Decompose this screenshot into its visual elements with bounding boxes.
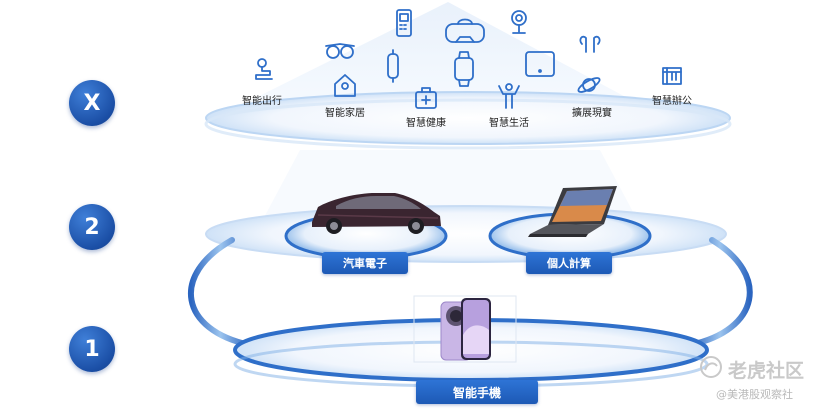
tier-2-badge: 2 — [69, 204, 115, 250]
connector-ring-right — [687, 237, 753, 348]
phone-frame — [413, 295, 517, 363]
planet-icon — [577, 77, 601, 93]
office-building-icon — [662, 67, 682, 85]
laptop-image — [528, 186, 617, 237]
tier-x-disc-rim — [204, 98, 732, 150]
smartphone-tag: 智能手機 — [416, 380, 538, 404]
scenario-mobility-label: 智能出行 — [242, 96, 282, 107]
home-icon — [334, 74, 356, 97]
route-icon — [255, 58, 273, 80]
person-icon — [498, 83, 520, 109]
auto-electronics-tag: 汽車電子 — [322, 252, 408, 274]
smartwatch-icon — [454, 51, 474, 87]
vr-headset-icon — [445, 18, 485, 43]
scenario-life-label: 智慧生活 — [489, 118, 529, 129]
scenario-home-label: 智能家居 — [325, 108, 365, 119]
watermark-handle: @美港股观察社 — [716, 388, 793, 401]
scenario-office-label: 智慧辦公 — [652, 96, 692, 107]
phone-image — [440, 298, 491, 361]
webcam-icon — [511, 10, 527, 34]
light-beam — [215, 2, 665, 118]
tier-1-badge: 1 — [69, 326, 115, 372]
car-image — [312, 193, 441, 234]
tablet-icon — [525, 51, 555, 77]
personal-computing-tag: 個人計算 — [526, 252, 612, 274]
watermark-brand: 老虎社区 — [728, 360, 805, 382]
pos-terminal-icon — [396, 9, 412, 37]
scenario-xr-label: 擴展現實 — [572, 108, 612, 119]
earbuds-icon — [579, 35, 601, 53]
connector-ring-left — [188, 237, 253, 348]
band-icon — [387, 49, 399, 83]
tier-x-badge: X — [69, 80, 115, 126]
tier-x-disc — [205, 91, 731, 145]
watermark-logo-icon — [700, 356, 722, 378]
medical-kit-icon — [415, 87, 437, 109]
glasses-icon — [325, 43, 355, 59]
scenario-health-label: 智慧健康 — [406, 118, 446, 129]
